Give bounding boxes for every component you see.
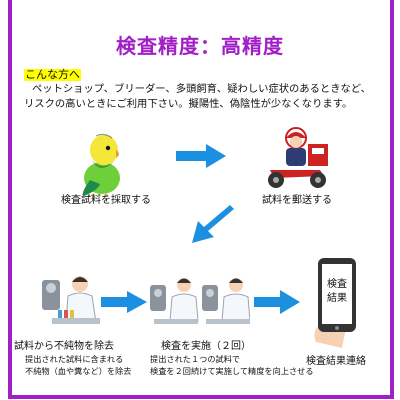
step-test-caption: 検査を実施（２回） [161,341,251,352]
arrow-right-icon [176,144,226,168]
arrow-right-icon [254,290,300,314]
phone-text-line-1: 検査 [327,277,347,290]
arrow-right-icon [101,291,147,313]
intro-line-1: ペットショップ、ブリーダー、多頭飼育、疑わしい症状のあるときなど、 [32,83,371,95]
step-test-detail-1: 提出された１つの試料で [150,354,241,364]
step-remove-caption: 試料から不純物を除去 [14,341,114,352]
step-remove-detail-1: 提出された試料に含まれる [25,354,124,364]
step-mail-caption: 試料を郵送する [262,195,332,206]
step-test-detail-2: 検査を２回続けて実施して精度を向上させる [150,366,314,376]
lab-researchers-icon [150,278,250,324]
intro-line-2: リスクの高いときにご利用下さい。擬陽性、偽陰性が少なくなります。 [24,98,353,110]
purple-frame [8,0,394,399]
budgie-icon [82,133,120,196]
scooter-courier-icon [268,127,328,188]
step-remove-detail-2: 不純物（血や糞など）を除去 [25,366,132,376]
page-title: 検査精度：高精度 [116,34,284,58]
step-result-caption: 検査結果連絡 [306,356,366,367]
lab-researcher-icon [42,276,100,324]
arrow-down-left-icon [192,205,236,243]
phone-text-line-2: 結果 [327,291,347,304]
smartphone-icon: 検査 結果 [314,258,356,348]
intro-label: こんな方へ [24,68,81,81]
step-collect-caption: 検査試料を採取する [61,195,151,206]
